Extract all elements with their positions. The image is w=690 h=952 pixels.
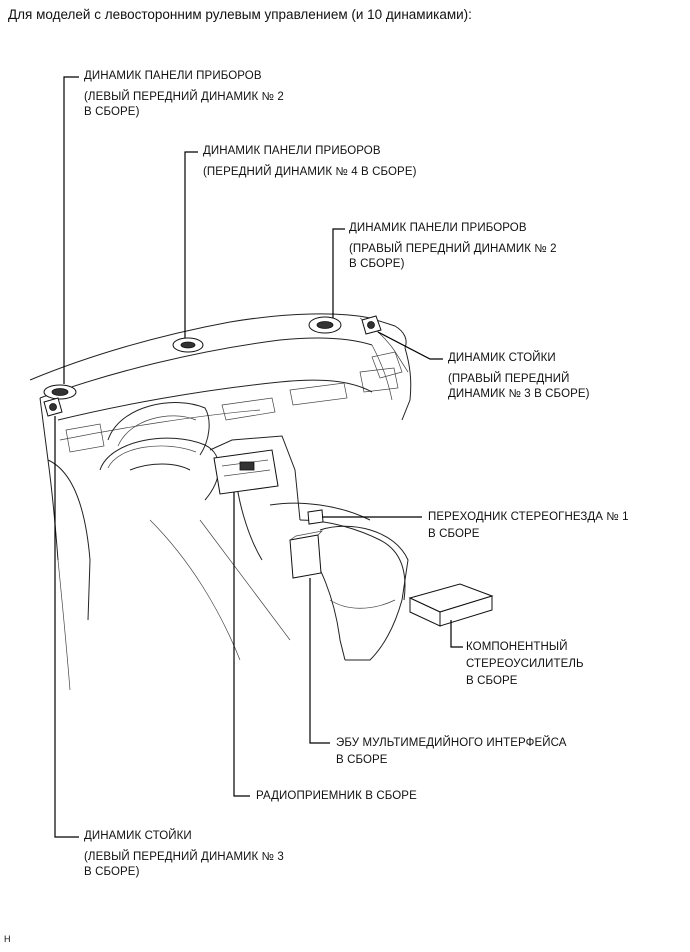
label-line: (ЛЕВЫЙ ПЕРЕДНИЙ ДИНАМИК № 2	[84, 91, 284, 103]
dashboard-outline	[29, 313, 412, 691]
label-line: ПЕРЕХОДНИК СТЕРЕОГНЕЗДА № 1	[428, 511, 629, 523]
label-title: ДИНАМИК ПАНЕЛИ ПРИБОРОВ	[84, 70, 262, 82]
label-title: ДИНАМИК ПАНЕЛИ ПРИБОРОВ	[349, 222, 527, 234]
label-title: ДИНАМИК ПАНЕЛИ ПРИБОРОВ	[203, 145, 381, 157]
label-line: В СБОРЕ	[428, 528, 480, 540]
label-line: ЭБУ МУЛЬТИМЕДИЙНОГО ИНТЕРФЕЙСА	[336, 737, 567, 749]
left-dash-speaker	[43, 384, 77, 400]
radio-receiver-part	[213, 449, 279, 495]
label-line: В СБОРЕ)	[84, 106, 140, 118]
label-left-pillar-speaker-3: ДИНАМИК СТОЙКИ (ЛЕВЫЙ ПЕРЕДНИЙ ДИНАМИК №…	[84, 829, 284, 880]
label-multimedia-ecu: ЭБУ МУЛЬТИМЕДИЙНОГО ИНТЕРФЕЙСА В СБОРЕ	[336, 736, 567, 768]
label-left-front-speaker-2: ДИНАМИК ПАНЕЛИ ПРИБОРОВ (ЛЕВЫЙ ПЕРЕДНИЙ …	[84, 69, 284, 120]
label-line: РАДИОПРИЕМНИК В СБОРЕ	[256, 790, 417, 802]
figure-code: H	[4, 934, 11, 944]
diagram-heading: Для моделей с левосторонним рулевым упра…	[8, 7, 472, 22]
left-pillar-speaker	[43, 397, 63, 417]
label-title: ДИНАМИК СТОЙКИ	[448, 352, 556, 364]
label-line: СТЕРЕОУСИЛИТЕЛЬ	[466, 658, 584, 670]
label-line: (ЛЕВЫЙ ПЕРЕДНИЙ ДИНАМИК № 3	[84, 851, 284, 863]
label-title: ДИНАМИК СТОЙКИ	[84, 830, 192, 842]
label-line: В СБОРЕ	[336, 754, 388, 766]
label-line: ДИНАМИК № 3 В СБОРЕ)	[448, 388, 590, 400]
label-line: В СБОРЕ	[466, 675, 518, 687]
label-right-pillar-speaker-3: ДИНАМИК СТОЙКИ (ПРАВЫЙ ПЕРЕДНИЙ ДИНАМИК …	[448, 351, 590, 402]
label-line: (ПРАВЫЙ ПЕРЕДНИЙ	[448, 373, 570, 385]
label-stereo-amplifier: КОМПОНЕНТНЫЙ СТЕРЕОУСИЛИТЕЛЬ В СБОРЕ	[466, 640, 584, 689]
right-pillar-speaker	[361, 315, 382, 335]
leader-lines	[54, 76, 463, 838]
label-line: КОМПОНЕНТНЫЙ	[466, 641, 568, 653]
label-line: В СБОРЕ)	[84, 866, 140, 878]
multimedia-ecu-part	[289, 530, 324, 579]
label-line: (ПРАВЫЙ ПЕРЕДНИЙ ДИНАМИК № 2	[349, 243, 557, 255]
label-right-front-speaker-2: ДИНАМИК ПАНЕЛИ ПРИБОРОВ (ПРАВЫЙ ПЕРЕДНИЙ…	[349, 221, 557, 272]
center-dash-speaker	[172, 337, 204, 353]
label-line: (ПЕРЕДНИЙ ДИНАМИК № 4 В СБОРЕ)	[203, 166, 417, 178]
right-dash-speaker	[308, 316, 342, 334]
stereo-jack-adapter-part	[307, 509, 324, 525]
label-radio-receiver: РАДИОПРИЕМНИК В СБОРЕ	[256, 789, 417, 804]
label-front-speaker-4: ДИНАМИК ПАНЕЛИ ПРИБОРОВ (ПЕРЕДНИЙ ДИНАМИ…	[203, 144, 417, 180]
stereo-amplifier-part	[408, 583, 494, 627]
label-stereo-jack-adapter: ПЕРЕХОДНИК СТЕРЕОГНЕЗДА № 1 В СБОРЕ	[428, 510, 629, 542]
label-line: В СБОРЕ)	[349, 258, 405, 270]
